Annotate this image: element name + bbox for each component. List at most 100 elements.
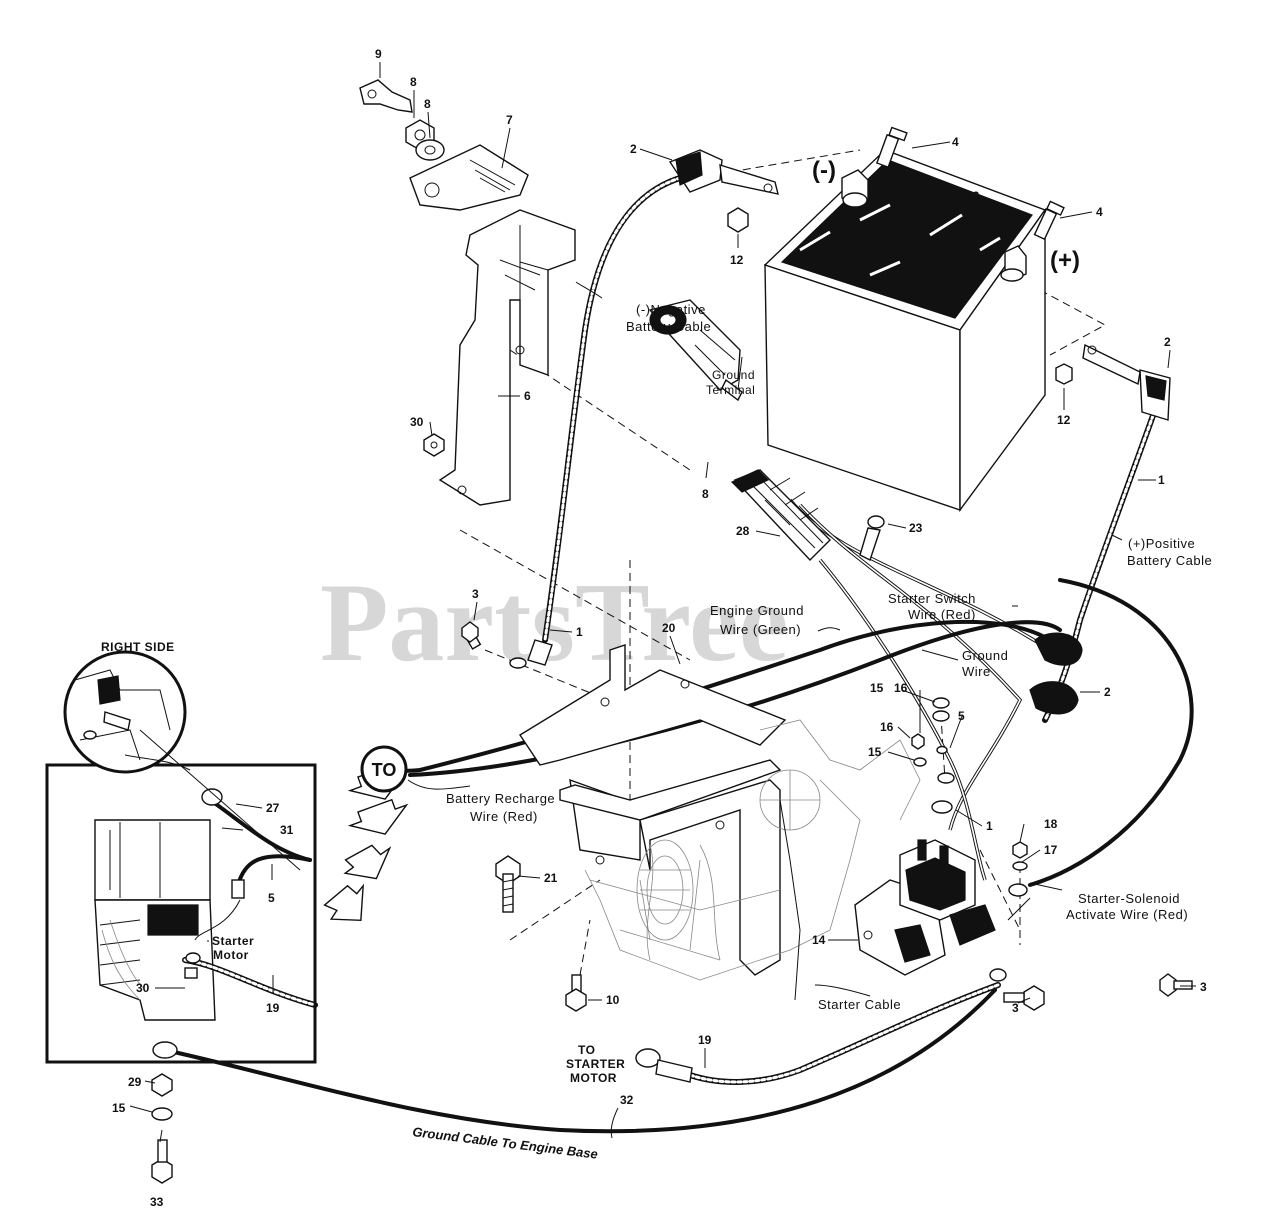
solenoid-wire-label-2: Activate Wire (Red) <box>1066 907 1188 922</box>
callout-17: 17 <box>1044 843 1058 857</box>
terminal-bolt-positive <box>1033 200 1065 241</box>
callout-30: 30 <box>136 981 150 995</box>
callout-12: 12 <box>1057 413 1071 427</box>
starter-switch-label-2: Wire (Red) <box>908 607 976 622</box>
nut-30 <box>423 433 445 457</box>
to-starter-motor-label-1: TO <box>578 1043 595 1057</box>
engine-outline <box>636 769 821 941</box>
callout-32: 32 <box>620 1093 634 1107</box>
callout-1: 1 <box>1158 473 1165 487</box>
callout-16: 16 <box>880 720 894 734</box>
right-side-label: RIGHT SIDE <box>101 640 175 654</box>
callout-3: 3 <box>1012 1001 1019 1015</box>
callout-30: 30 <box>410 415 424 429</box>
callout-3: 3 <box>1200 980 1207 994</box>
engine-inset <box>45 763 318 1064</box>
negative-polarity-label: (-) <box>812 157 836 184</box>
callout-4: 4 <box>952 135 959 149</box>
to-starter-motor-label-2: STARTER <box>566 1057 625 1071</box>
bolt-21 <box>495 855 521 913</box>
callout-2: 2 <box>630 142 637 156</box>
right-side-inset <box>63 650 191 774</box>
callout-numbers: 9 8 8 7 2 4 13 4 12 2 12 1 6 30 8 28 23 … <box>112 47 1207 1209</box>
callout-6: 6 <box>524 389 531 403</box>
callout-15: 15 <box>112 1101 126 1115</box>
positive-cable-label-2: Battery Cable <box>1127 553 1212 568</box>
terminal-nut-positive <box>1055 363 1073 385</box>
callout-19: 19 <box>266 1001 280 1015</box>
direction-arrows <box>323 763 409 922</box>
callout-23: 23 <box>909 521 923 535</box>
battery-recharge-label-1: Battery Recharge <box>446 791 555 806</box>
positive-cable-label-1: (+)Positive <box>1128 536 1195 551</box>
terminal-bolt-negative <box>875 126 908 168</box>
hardware-stack <box>911 697 1028 897</box>
engine-ground-label-2: Wire (Green) <box>720 622 801 637</box>
callout-14: 14 <box>812 933 826 947</box>
wire-loom <box>730 469 831 562</box>
starter-cable-label: Starter Cable <box>818 997 901 1012</box>
negative-cable-label-1: (-)Negative <box>636 302 706 317</box>
callout-2: 2 <box>1164 335 1171 349</box>
starter-motor-label-2: Motor <box>213 948 249 962</box>
ring-terminal-23 <box>859 515 885 561</box>
callout-19: 19 <box>698 1033 712 1047</box>
callout-8: 8 <box>424 97 431 111</box>
ignition-decal-plate <box>409 144 529 211</box>
bolt-3 <box>461 621 482 650</box>
callout-28: 28 <box>736 524 750 538</box>
battery-recharge-label-2: Wire (Red) <box>470 809 538 824</box>
bolt-3-right <box>1159 973 1193 997</box>
lock-washer <box>415 139 445 161</box>
callout-20: 20 <box>662 621 676 635</box>
solenoid-wire-label-1: Starter-Solenoid <box>1078 891 1180 906</box>
leader-lines <box>129 62 1196 1143</box>
callout-13: 13 <box>966 189 980 203</box>
callout-1: 1 <box>576 625 583 639</box>
to-badge-label: TO <box>372 760 397 780</box>
callout-10: 10 <box>606 993 620 1007</box>
callout-15: 15 <box>868 745 882 759</box>
to-badge: TO <box>360 745 408 793</box>
chassis-frame <box>559 719 921 981</box>
to-starter-motor-label-3: MOTOR <box>570 1071 617 1085</box>
engine-ground-label-1: Engine Ground <box>710 603 804 618</box>
callout-5: 5 <box>268 891 275 905</box>
terminal-nut-negative <box>727 207 749 233</box>
callout-33: 33 <box>150 1195 164 1209</box>
callout-21: 21 <box>544 871 558 885</box>
starter-switch-label-1: Starter Switch <box>888 591 976 606</box>
starter-cable <box>635 799 1007 1085</box>
battery <box>763 149 1047 513</box>
keyswitch-bracket <box>438 209 576 506</box>
callout-4: 4 <box>1096 205 1103 219</box>
callout-31: 31 <box>280 823 294 837</box>
wire-labels: (-)Negative Battery Cable Ground Termina… <box>101 302 1212 1162</box>
callout-3: 3 <box>472 587 479 601</box>
mounting-plate-20 <box>519 644 787 766</box>
callout-9: 9 <box>375 47 382 61</box>
positive-polarity-label: (+) <box>1050 247 1080 274</box>
ground-cable-engine-base <box>152 988 997 1134</box>
callout-15: 15 <box>870 681 884 695</box>
callout-18: 18 <box>1044 817 1058 831</box>
grommet <box>1029 632 1083 715</box>
key <box>359 79 413 113</box>
bolt-10 <box>565 974 587 1012</box>
callout-5: 5 <box>958 709 965 723</box>
inset-lead-line <box>139 729 301 871</box>
callout-16: 16 <box>894 681 908 695</box>
polarity-labels: (-) (+) <box>812 157 1080 274</box>
starter-motor-label-1: Starter <box>212 934 254 948</box>
callout-1: 1 <box>986 819 993 833</box>
ground-wire-label-1: Ground <box>962 648 1008 663</box>
callout-8: 8 <box>702 487 709 501</box>
callout-7: 7 <box>506 113 513 127</box>
negative-battery-cable <box>509 149 779 669</box>
callout-8: 8 <box>410 75 417 89</box>
callout-2: 2 <box>1104 685 1111 699</box>
ground-wire-label-2: Wire <box>962 664 991 679</box>
callout-27: 27 <box>266 801 280 815</box>
ground-hardware <box>151 1073 173 1184</box>
